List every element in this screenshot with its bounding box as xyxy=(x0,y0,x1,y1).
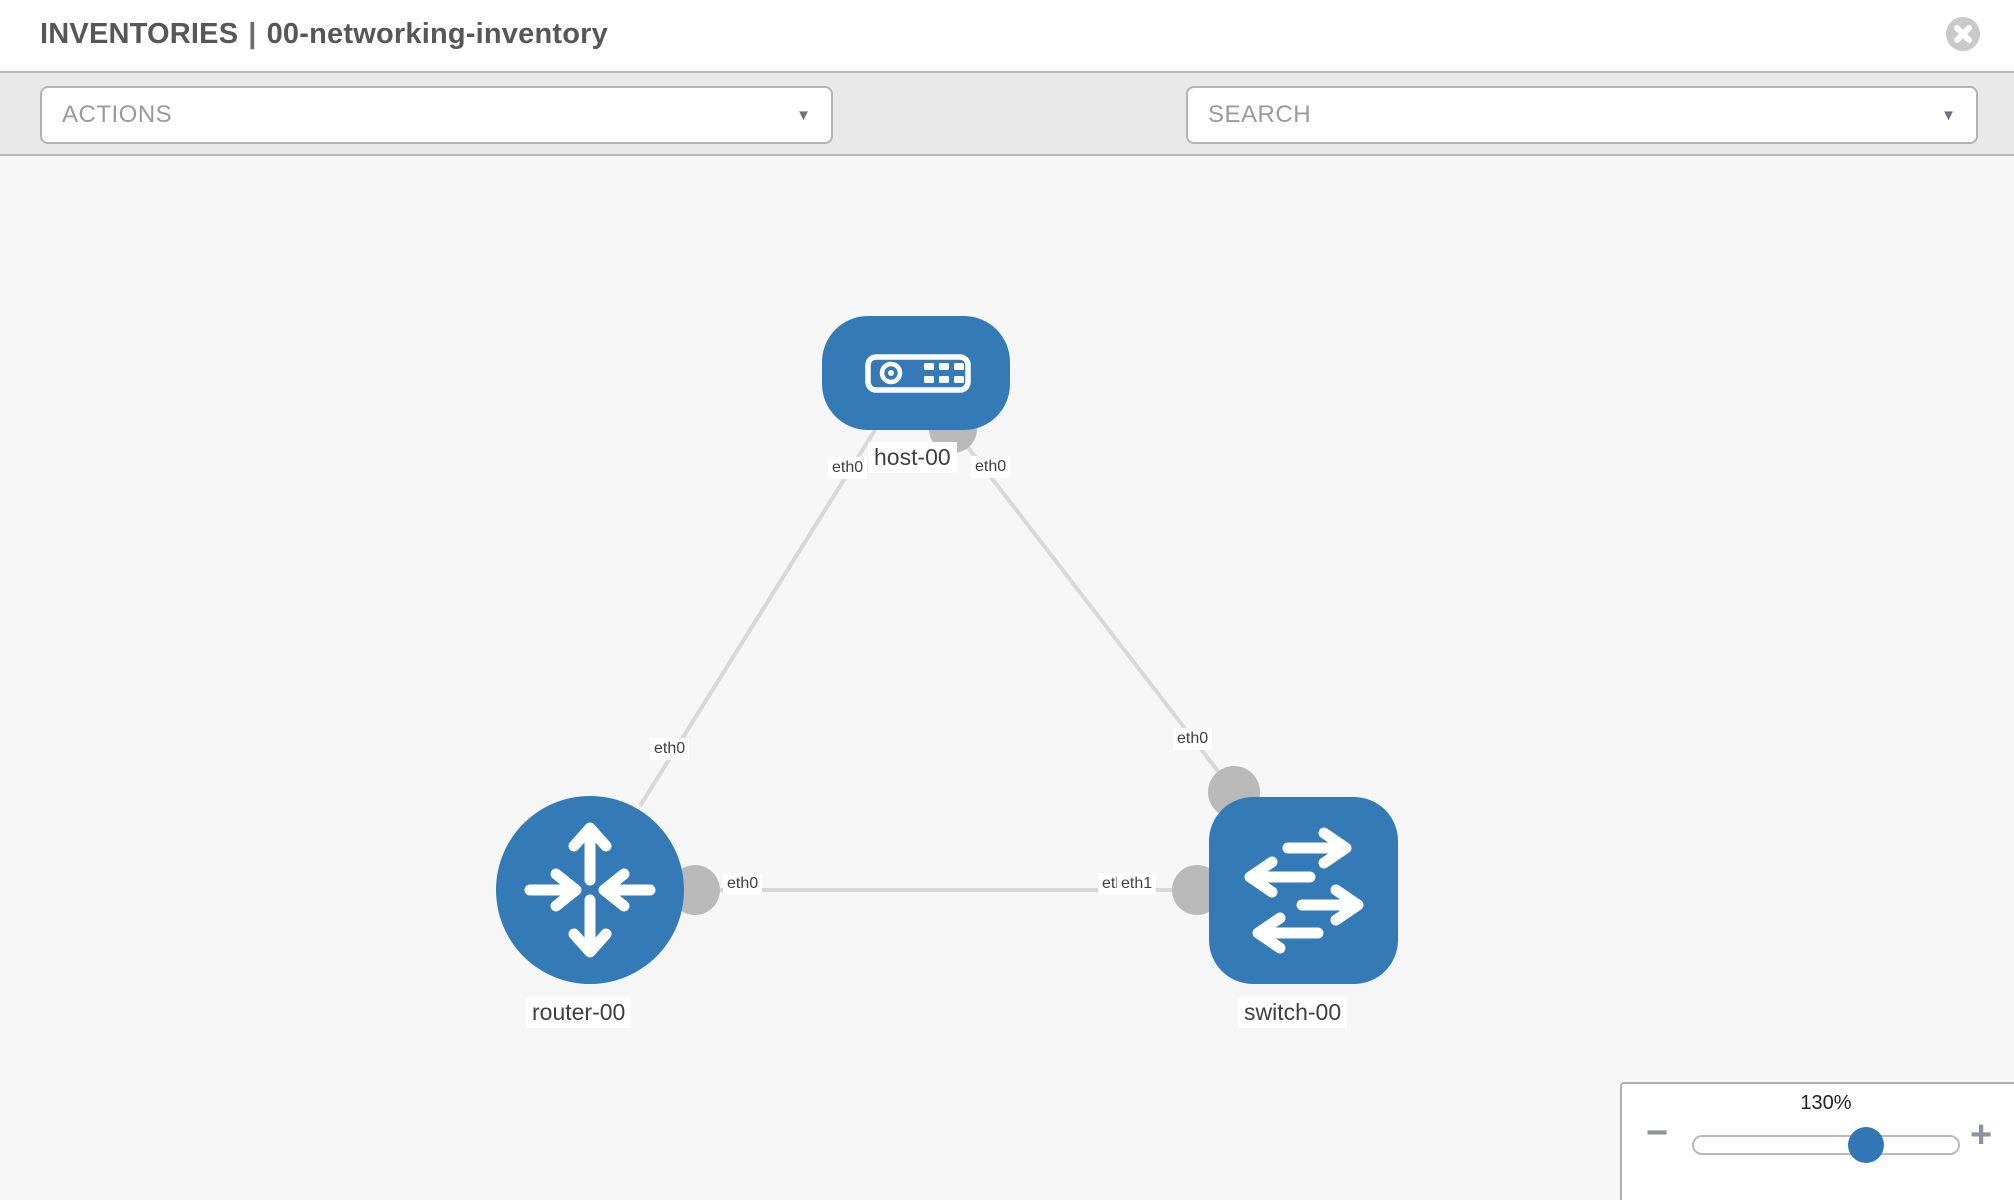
node-label-switch: switch-00 xyxy=(1238,997,1348,1028)
actions-dropdown[interactable]: ACTIONS ▼ xyxy=(40,86,833,144)
zoom-out-button[interactable]: − xyxy=(1646,1112,1669,1154)
search-dropdown[interactable]: SEARCH ▼ xyxy=(1186,86,1978,144)
node-host-00[interactable] xyxy=(822,316,1010,430)
node-label-router: router-00 xyxy=(526,997,632,1028)
host-icon xyxy=(865,354,971,393)
zoom-control-panel: 130% − + xyxy=(1620,1082,2014,1200)
close-icon xyxy=(1946,17,1980,51)
node-router-00[interactable] xyxy=(496,796,684,984)
chevron-down-icon: ▼ xyxy=(796,106,811,124)
interface-label: eth0 xyxy=(723,873,763,895)
interface-label: eth0 xyxy=(971,456,1011,478)
interface-label: eth0 xyxy=(828,457,868,479)
interface-label: eth1 xyxy=(1117,873,1157,895)
node-label-host: host-00 xyxy=(868,442,957,473)
header: INVENTORIES | 00-networking-inventory xyxy=(0,0,2014,71)
actions-dropdown-label: ACTIONS xyxy=(62,101,173,128)
node-switch-00[interactable] xyxy=(1209,797,1398,984)
search-dropdown-label: SEARCH xyxy=(1208,101,1312,128)
chevron-down-icon: ▼ xyxy=(1941,106,1956,124)
toolbar: ACTIONS ▼ SEARCH ▼ xyxy=(0,71,2014,203)
breadcrumb-section[interactable]: INVENTORIES xyxy=(40,18,239,50)
zoom-slider-handle[interactable] xyxy=(1848,1127,1884,1163)
breadcrumb-separator: | xyxy=(248,18,257,50)
interface-label: eth0 xyxy=(650,738,690,760)
toolbar-icons xyxy=(1030,73,1170,203)
close-button[interactable] xyxy=(1944,15,1982,53)
switch-icon xyxy=(1244,827,1364,954)
topology-canvas[interactable]: eth0 eth0 eth0 eth0 eth0 eth0 eth1 host-… xyxy=(0,156,2014,1200)
zoom-in-button[interactable]: + xyxy=(1970,1114,1993,1156)
zoom-slider-track[interactable] xyxy=(1692,1127,1960,1163)
interface-label: eth0 xyxy=(1173,728,1213,750)
page-title: INVENTORIES | 00-networking-inventory xyxy=(40,18,608,51)
zoom-level-value: 130% xyxy=(1800,1092,1852,1114)
inventory-name: 00-networking-inventory xyxy=(266,18,608,50)
router-icon xyxy=(524,822,656,958)
